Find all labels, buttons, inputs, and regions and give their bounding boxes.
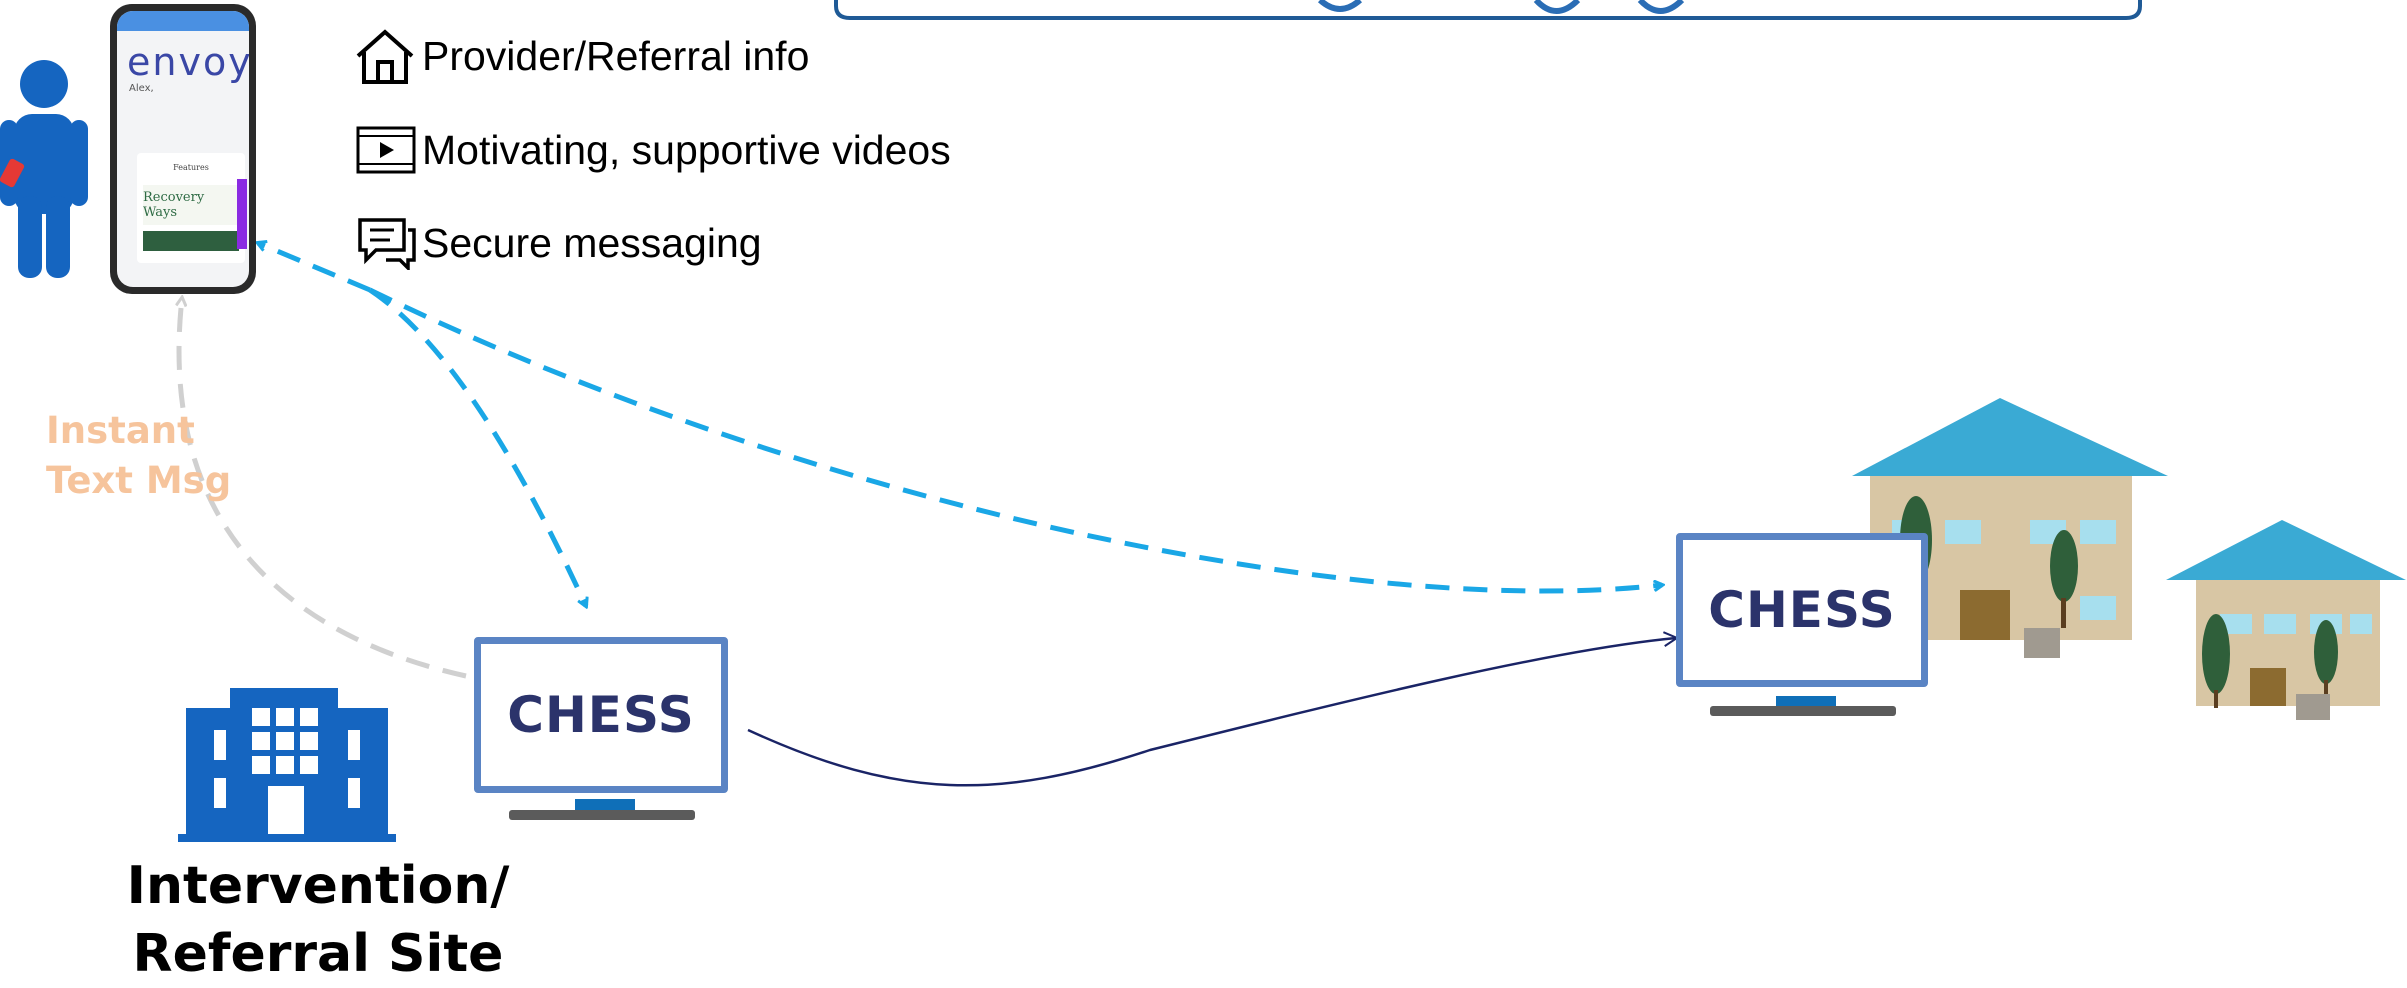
instant-message-line1: Instant — [46, 409, 195, 452]
envoy-logo: envoy — [127, 40, 249, 84]
chess-to-phone-arrow — [258, 243, 371, 293]
feature-videos: Motivating, supportive videos — [356, 126, 951, 174]
title-box-fragment — [834, 0, 2142, 20]
phone-user-name: Alex, — [129, 83, 154, 94]
chat-icon — [358, 218, 416, 270]
phone-screen: envoy Alex, Features Recovery Ways — [117, 11, 249, 287]
person-icon — [0, 60, 88, 278]
office-building-icon — [178, 688, 396, 842]
title-fragment-glyph — [1637, 0, 1685, 14]
smartphone: envoy Alex, Features Recovery Ways — [110, 4, 256, 294]
chess-label: CHESS — [1708, 581, 1896, 639]
phone-status-bar — [117, 11, 249, 31]
chess-label: CHESS — [507, 686, 695, 744]
phone-card-title: Features — [173, 163, 209, 172]
phone-to-chess-arrow — [368, 287, 586, 606]
phone-card-bar — [143, 231, 239, 251]
feature-messaging: Secure messaging — [356, 216, 762, 270]
instant-message-line2: Text Msg — [46, 459, 232, 502]
feature-label: Secure messaging — [422, 219, 762, 266]
chess-monitor-site: CHESS — [474, 637, 728, 793]
monitor-base — [1710, 706, 1896, 716]
instant-message-label: Instant Text Msg — [46, 406, 231, 506]
house-small-icon — [2166, 520, 2406, 720]
home-icon — [356, 29, 414, 84]
chess-monitor-home: CHESS — [1676, 533, 1928, 687]
video-icon — [356, 126, 416, 174]
title-fragment-glyph — [1533, 0, 1581, 14]
instant-message-arrow — [179, 298, 467, 679]
phone-to-home-chess-arrow — [368, 287, 1662, 594]
monitor-base — [509, 810, 695, 820]
intervention-site-line1: Intervention/ — [126, 856, 510, 916]
intervention-site-line2: Referral Site — [132, 924, 504, 984]
intervention-site-label: Intervention/ Referral Site — [118, 852, 518, 988]
monitor-stand — [575, 799, 635, 811]
recovery-ways-logo: Recovery Ways — [143, 185, 239, 225]
title-fragment-glyph — [1317, 0, 1363, 12]
phone-side-tab — [237, 179, 247, 249]
feature-label: Motivating, supportive videos — [422, 126, 951, 173]
phone-feature-card: Features Recovery Ways — [137, 153, 245, 263]
feature-label: Provider/Referral info — [422, 32, 810, 79]
chess-connection-arrow — [747, 638, 1676, 787]
feature-provider-info: Provider/Referral info — [354, 28, 809, 84]
monitor-stand — [1776, 696, 1836, 708]
